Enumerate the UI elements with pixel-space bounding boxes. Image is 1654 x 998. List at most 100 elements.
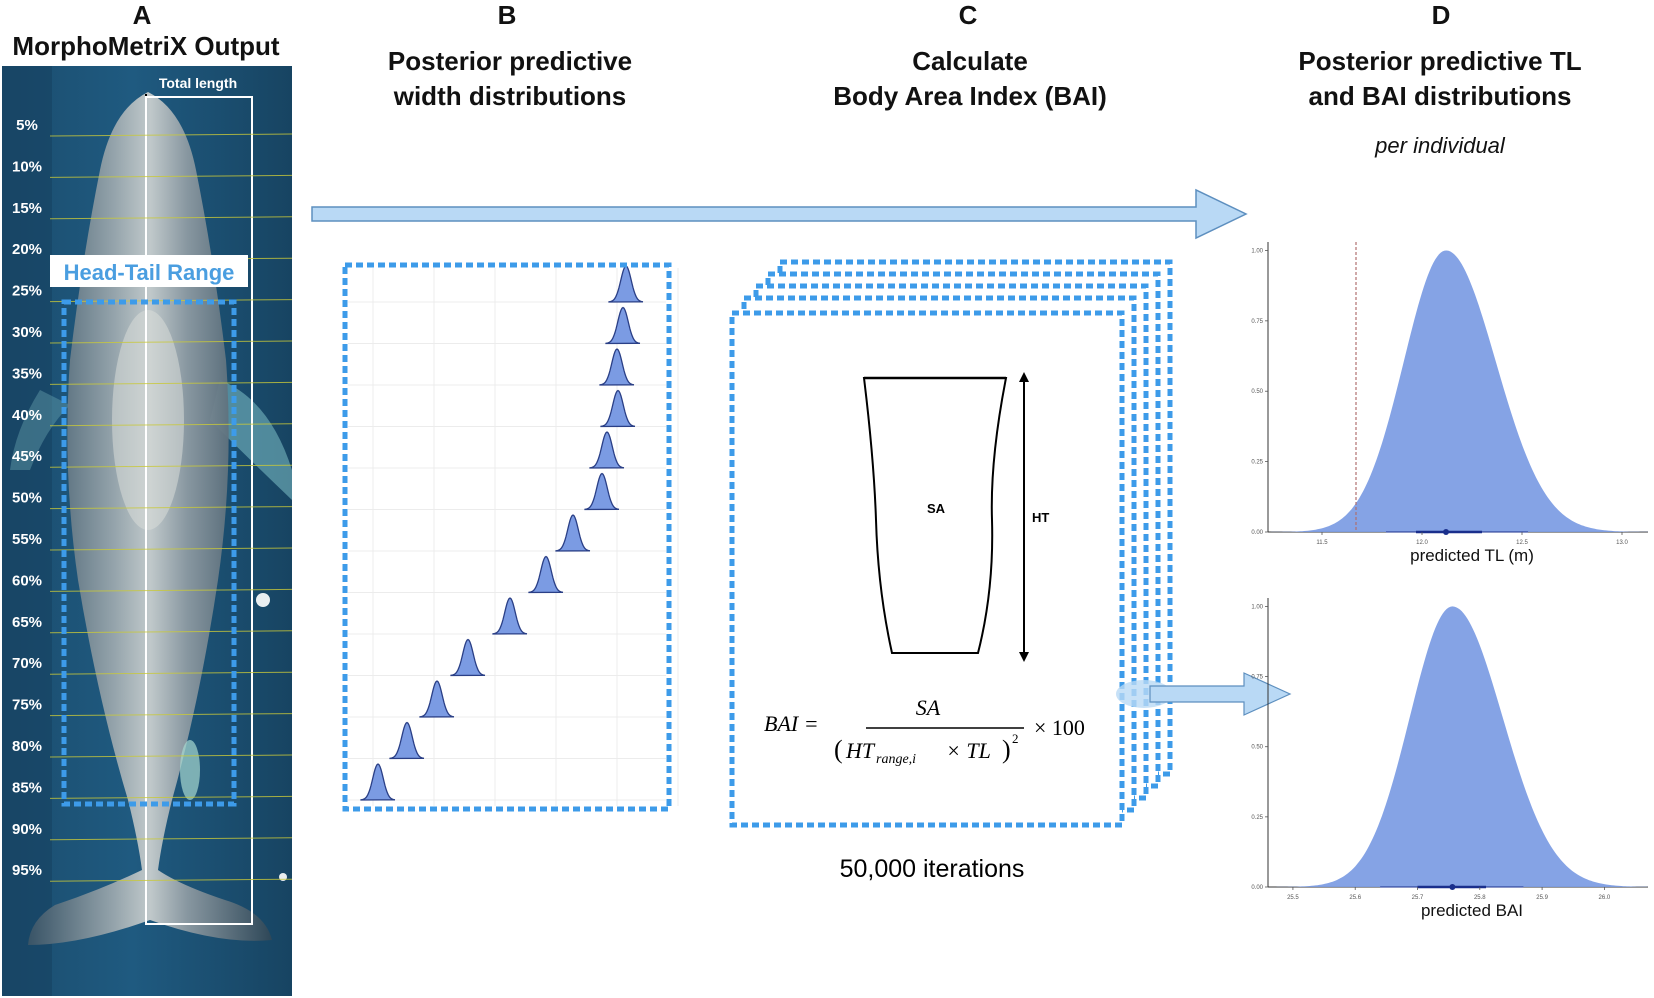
head-tail-range-label: Head-Tail Range bbox=[64, 260, 235, 285]
width-distributions-panel bbox=[342, 262, 679, 812]
panel-d-title: Posterior predictive TL and BAI distribu… bbox=[1298, 46, 1582, 111]
panel-c-letter: C bbox=[958, 0, 978, 30]
percent-labels: 5%10%15%20%25%30%35%40%45%50%55%60%65%70… bbox=[12, 117, 42, 879]
median-point bbox=[1449, 884, 1456, 890]
width-distribution bbox=[492, 597, 528, 635]
sa-label: SA bbox=[927, 501, 946, 516]
median-point bbox=[1443, 529, 1449, 535]
formula-tl: × TL bbox=[946, 738, 991, 763]
y-tick-label: 0.50 bbox=[1251, 389, 1263, 395]
percent-label: 50% bbox=[12, 490, 42, 507]
bai-formula: BAI = SA ( HT range,i × TL ) 2 × 100 bbox=[764, 695, 1085, 767]
panel-b-title: Posterior predictive width distributions bbox=[387, 46, 633, 111]
whale-photo bbox=[2, 66, 292, 996]
width-distribution bbox=[589, 431, 625, 469]
width-distribution bbox=[599, 348, 635, 386]
percent-label: 90% bbox=[12, 821, 42, 838]
width-line bbox=[49, 506, 293, 510]
x-tick-label: 26.0 bbox=[1599, 895, 1611, 901]
width-distribution bbox=[608, 265, 644, 303]
formula-numerator: SA bbox=[916, 695, 941, 720]
x-tick-label: 25.6 bbox=[1349, 895, 1361, 901]
percent-label: 85% bbox=[12, 779, 42, 796]
width-distribution bbox=[605, 306, 641, 345]
x-tick-label: 13.0 bbox=[1616, 540, 1628, 546]
y-tick-label: 1.00 bbox=[1251, 604, 1263, 610]
width-line bbox=[49, 588, 293, 592]
width-line bbox=[49, 464, 293, 468]
ht-label: HT bbox=[1032, 510, 1049, 525]
y-tick-label: 0.25 bbox=[1251, 460, 1263, 466]
width-line bbox=[49, 133, 293, 137]
width-line bbox=[49, 216, 293, 220]
width-line bbox=[49, 713, 293, 717]
percent-label: 45% bbox=[12, 448, 42, 465]
percent-label: 75% bbox=[12, 697, 42, 714]
y-tick-label: 0.00 bbox=[1251, 530, 1263, 536]
formula-lhs: BAI = bbox=[764, 711, 819, 736]
y-tick-label: 0.25 bbox=[1251, 815, 1263, 821]
x-tick-label: 25.8 bbox=[1474, 895, 1486, 901]
width-line bbox=[49, 630, 293, 634]
percent-label: 55% bbox=[12, 531, 42, 548]
width-line bbox=[49, 547, 293, 551]
x-tick-label: 25.9 bbox=[1536, 895, 1548, 901]
y-tick-label: 0.75 bbox=[1251, 319, 1263, 325]
width-line bbox=[49, 878, 293, 882]
percent-label: 20% bbox=[12, 241, 42, 258]
y-tick-label: 0.50 bbox=[1251, 745, 1263, 751]
x-tick-label: 11.5 bbox=[1316, 540, 1328, 546]
width-line bbox=[49, 174, 293, 178]
panel-a-letter: A bbox=[132, 0, 152, 30]
y-tick-label: 1.00 bbox=[1251, 248, 1263, 254]
y-tick-label: 0.00 bbox=[1251, 885, 1263, 891]
top-flow-arrow bbox=[311, 188, 1248, 240]
percent-label: 40% bbox=[12, 407, 42, 424]
x-tick-label: 12.0 bbox=[1416, 540, 1428, 546]
width-grid bbox=[348, 268, 679, 806]
svg-text:(: ( bbox=[834, 735, 843, 764]
width-line bbox=[49, 795, 293, 799]
formula-ht: HT bbox=[845, 738, 876, 763]
percent-label: 35% bbox=[12, 365, 42, 382]
x-tick-label: 25.5 bbox=[1287, 895, 1299, 901]
width-distribution bbox=[360, 763, 396, 801]
formula-tail: × 100 bbox=[1034, 715, 1085, 740]
bai-to-d-arrow bbox=[1149, 672, 1292, 716]
formula-exponent: 2 bbox=[1012, 731, 1019, 746]
width-line bbox=[49, 754, 293, 758]
tl-distribution-chart: 0.00 0.25 0.50 0.75 1.00 11.5 12.0 12.5 13.0 bbox=[1251, 242, 1648, 546]
width-panel-box bbox=[342, 262, 672, 812]
total-length-label: Total length bbox=[159, 75, 237, 91]
tl-x-axis-title: predicted TL (m) bbox=[1410, 546, 1534, 565]
width-distribution bbox=[389, 721, 425, 760]
body-area-shape bbox=[862, 377, 1008, 654]
iterations-label: 50,000 iterations bbox=[840, 855, 1025, 883]
width-distribution bbox=[450, 638, 486, 677]
y-tick-label: 0.75 bbox=[1251, 675, 1263, 681]
bai-iteration-stack bbox=[729, 259, 1173, 828]
width-distribution bbox=[555, 514, 591, 552]
percent-label: 10% bbox=[12, 158, 42, 175]
width-line bbox=[49, 837, 293, 841]
range-label-box bbox=[50, 255, 248, 287]
width-distribution bbox=[419, 680, 455, 718]
width-line bbox=[49, 671, 293, 675]
width-line bbox=[49, 423, 293, 427]
density-area bbox=[1268, 606, 1648, 887]
panel-d-letter: D bbox=[1431, 0, 1451, 30]
bai-x-axis-title: predicted BAI bbox=[1421, 901, 1523, 920]
x-tick-label: 12.5 bbox=[1516, 540, 1528, 546]
percent-label: 80% bbox=[12, 738, 42, 755]
width-distributions bbox=[360, 265, 644, 801]
width-distribution bbox=[528, 555, 564, 594]
panel-b-letter: B bbox=[497, 0, 517, 30]
head-tail-range-box bbox=[61, 299, 237, 807]
percent-label: 60% bbox=[12, 572, 42, 589]
percent-label: 70% bbox=[12, 655, 42, 672]
width-distribution bbox=[584, 472, 620, 511]
width-line bbox=[49, 381, 293, 385]
percent-label: 30% bbox=[12, 324, 42, 341]
